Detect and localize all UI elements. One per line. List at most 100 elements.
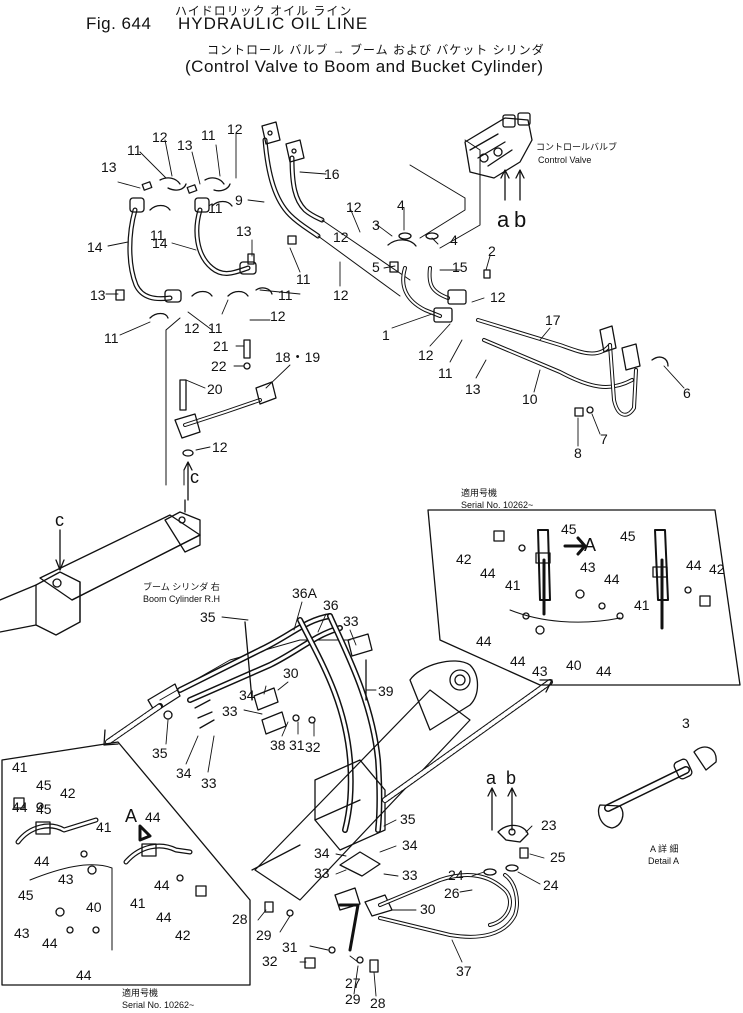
callout: 27 [345, 975, 361, 991]
callout: 38 [270, 737, 286, 753]
callout: 41 [130, 895, 146, 911]
callout: 44 [154, 877, 170, 893]
callout: 12 [333, 287, 349, 303]
port-c-label-upper: c [190, 467, 199, 487]
callout: 29 [345, 991, 361, 1007]
callout: 12 [333, 229, 349, 245]
callout: 33 [222, 703, 238, 719]
port-a-label-valve: a [497, 207, 510, 232]
callout: 43 [580, 559, 596, 575]
callout: 32 [262, 953, 278, 969]
callout: 45 [36, 801, 52, 817]
callout: 40 [86, 899, 102, 915]
callout: 12 [184, 320, 200, 336]
callout: 31 [282, 939, 298, 955]
callout: 41 [505, 577, 521, 593]
callout: 13 [465, 381, 481, 397]
callout: 12 [270, 308, 286, 324]
callout: 34 [239, 687, 255, 703]
callout: 10 [522, 391, 538, 407]
callout: 3 [682, 715, 690, 731]
callout: 43 [532, 663, 548, 679]
callout: 14 [152, 235, 168, 251]
japanese-title: ハイドロリック オイル ライン [175, 4, 353, 18]
callout: 34 [402, 837, 418, 853]
serial-inset-left [1, 741, 251, 986]
callout: 44 [604, 571, 620, 587]
callout: 20 [207, 381, 223, 397]
callout: 42 [60, 785, 76, 801]
callout: 11 [104, 330, 119, 346]
leader-lines [105, 133, 685, 997]
callout: 26 [444, 885, 460, 901]
upper-hose-assembly [115, 177, 297, 319]
callout: 1 [382, 327, 390, 343]
callout: 36 [323, 597, 339, 613]
callout: 12 [490, 289, 506, 305]
callout: 14 [87, 239, 103, 255]
callout: 30 [283, 665, 299, 681]
callout: 16 [324, 166, 340, 182]
callout: 44 [42, 935, 58, 951]
callout: 22 [211, 358, 227, 374]
callout: 41 [96, 819, 112, 835]
serial-label-left: Serial No. 10262~ [122, 1000, 194, 1010]
control-valve-label: Control Valve [538, 155, 591, 165]
callout: 35 [152, 745, 168, 761]
callout: 40 [566, 657, 582, 673]
callout: 11 [208, 320, 223, 336]
serial-jp-label-left: 適用号機 [122, 987, 158, 998]
detail-a-marker-right: A [584, 535, 596, 555]
detail-a-marker-left: A [125, 806, 137, 826]
callout: 13 [101, 159, 117, 175]
callout: 4 [397, 197, 405, 213]
callout: 18・19 [275, 349, 320, 365]
callout: 44 [476, 633, 492, 649]
callout: 29 [256, 927, 272, 943]
callout: 44 [76, 967, 92, 983]
callout: 44 [480, 565, 496, 581]
callout: 30 [420, 901, 436, 917]
callout: 11 [278, 287, 293, 303]
bucket-cylinder [254, 660, 479, 901]
callout: 45 [620, 528, 636, 544]
callout: 45 [561, 521, 577, 537]
callout: 44 [596, 663, 612, 679]
callout: 23 [541, 817, 557, 833]
serial-inset-right [427, 509, 741, 686]
callout: 32 [305, 739, 321, 755]
control-valve-jp-label: コントロールバルブ [536, 141, 617, 152]
callout: 44 [686, 557, 702, 573]
callout: 5 [372, 259, 380, 275]
serial-label-right: Serial No. 10262~ [461, 500, 533, 510]
callout: 12 [152, 129, 168, 145]
detail-jp-label: A 詳 細 [650, 843, 679, 854]
callout: 3 [372, 217, 380, 233]
callout: 44 [145, 809, 161, 825]
figure-number: Fig. 644 [86, 14, 152, 33]
port-c-label-cylinder: c [55, 510, 64, 530]
callout: 42 [456, 551, 472, 567]
callout: 28 [370, 995, 386, 1011]
callout: 24 [448, 867, 464, 883]
callout: 11 [201, 127, 216, 143]
figure-title: HYDRAULIC OIL LINE [178, 14, 369, 33]
japanese-subtitle: コントロール バルブ → ブーム および バケット シリンダ [207, 43, 545, 57]
callout: 44 [156, 909, 172, 925]
port-b-label-valve: b [514, 207, 526, 232]
callout: 41 [634, 597, 650, 613]
callout: 44 [34, 853, 50, 869]
callout-labels: 13 11 12 13 11 12 9 16 11 11 14 14 13 13… [12, 121, 725, 1011]
callout: 6 [683, 385, 691, 401]
callout: 43 [14, 925, 30, 941]
callout: 39 [378, 683, 394, 699]
callout: 11 [150, 227, 165, 243]
callout: 12 [227, 121, 243, 137]
callout: 34 [314, 845, 330, 861]
callout: 21 [213, 338, 229, 354]
callout: 42 [709, 561, 725, 577]
callout: 15 [452, 259, 468, 275]
callout: 17 [545, 312, 561, 328]
callout: 35 [200, 609, 216, 625]
callout: 24 [543, 877, 559, 893]
